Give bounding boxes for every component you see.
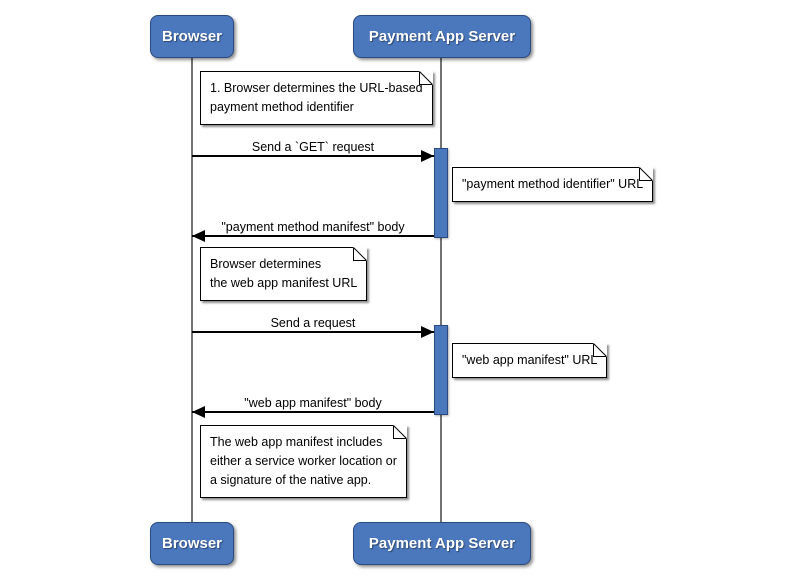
message-web-app-manifest-body: "web app manifest" body — [192, 391, 434, 418]
lifeline-browser — [191, 58, 193, 522]
note-payment-method-identifier-url: "payment method identifier" URL — [452, 167, 654, 202]
note-web-app-manifest-url: "web app manifest" URL — [452, 343, 608, 378]
message-line — [192, 331, 434, 333]
note-text-line: The web app manifest includes — [210, 435, 383, 449]
actor-browser-top: Browser — [150, 15, 234, 58]
note-fold-icon — [418, 71, 433, 85]
message-label: Send a request — [270, 316, 356, 330]
activation-bar-manifest-request — [434, 325, 448, 415]
note-fold-icon — [639, 167, 654, 181]
lifeline-server — [440, 58, 442, 522]
note-text-line: 1. Browser determines the URL-based — [210, 81, 423, 95]
activation-bar-get-request — [434, 148, 448, 238]
note-fold-icon — [593, 343, 608, 357]
note-fold-icon — [392, 425, 407, 439]
message-label: Send a `GET` request — [251, 140, 375, 154]
note-url-based-identifier: 1. Browser determines the URL-based paym… — [200, 71, 433, 125]
note-browser-determines-manifest: Browser determines the web app manifest … — [200, 247, 368, 301]
arrowhead-left-icon — [192, 230, 205, 242]
message-line — [192, 411, 434, 413]
note-manifest-contents: The web app manifest includes either a s… — [200, 425, 407, 498]
arrowhead-left-icon — [192, 406, 205, 418]
note-text-line: the web app manifest URL — [210, 276, 358, 290]
actor-payment-app-server-bottom: Payment App Server — [353, 522, 531, 565]
arrowhead-right-icon — [421, 326, 434, 338]
note-text-line: a signature of the native app. — [210, 473, 372, 487]
message-label: "web app manifest" body — [244, 396, 382, 410]
message-label: "payment method manifest" body — [221, 220, 405, 234]
note-text-line: "payment method identifier" URL — [462, 177, 644, 191]
note-text-line: Browser determines — [210, 257, 322, 271]
arrowhead-right-icon — [421, 150, 434, 162]
actor-browser-bottom: Browser — [150, 522, 234, 565]
note-fold-icon — [353, 247, 368, 261]
actor-payment-app-server-top: Payment App Server — [353, 15, 531, 58]
message-payment-method-manifest-body: "payment method manifest" body — [192, 215, 434, 242]
note-text-line: payment method identifier — [210, 100, 354, 114]
message-send-get-request: Send a `GET` request — [192, 135, 434, 162]
message-line — [192, 155, 434, 157]
note-text-line: either a service worker location or — [210, 454, 397, 468]
message-send-request: Send a request — [192, 311, 434, 338]
note-text-line: "web app manifest" URL — [462, 353, 598, 367]
message-line — [192, 235, 434, 237]
